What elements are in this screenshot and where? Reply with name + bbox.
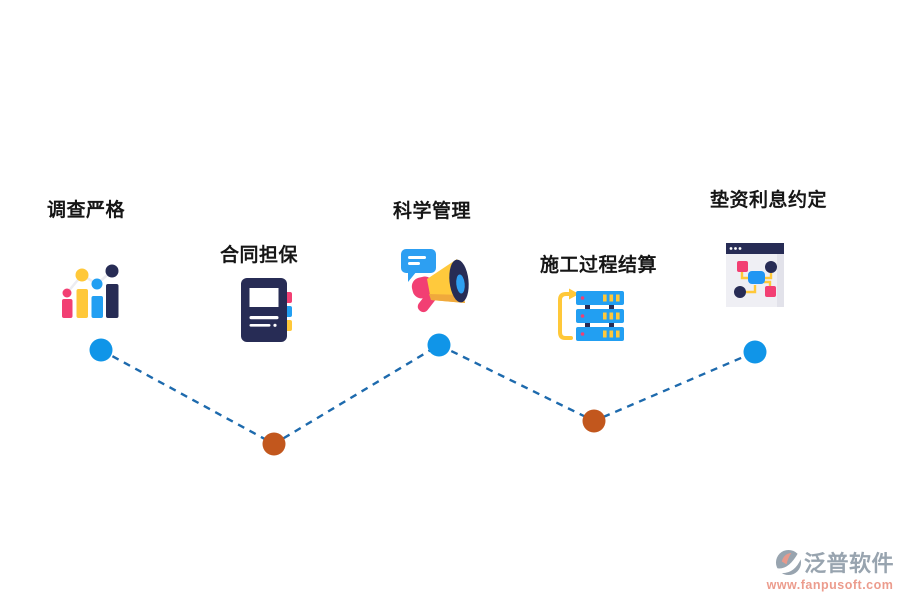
step-label-1: 调查严格 (47, 200, 126, 221)
milestone-dot-5 (743, 340, 767, 364)
milestone-dot-3 (427, 333, 451, 357)
milestone-dot-4 (582, 409, 606, 433)
step-label-5: 垫资利息约定 (710, 190, 828, 211)
fanpu-logo-icon (775, 549, 802, 575)
watermark-url: www.fanpusoft.com (766, 578, 894, 592)
notebook-icon (241, 278, 292, 342)
step-label-3: 科学管理 (393, 201, 472, 222)
bar-chart-icon (62, 264, 119, 318)
watermark-brand: 泛普软件 (803, 551, 894, 576)
megaphone-icon (401, 249, 469, 313)
browser-flowchart-icon (726, 243, 784, 307)
step-label-4: 施工过程结算 (540, 255, 658, 276)
milestone-dot-1 (89, 338, 113, 362)
step-label-2: 合同担保 (220, 245, 299, 266)
milestone-dots (89, 333, 767, 456)
dashed-line (100, 343, 756, 446)
watermark: 泛普软件 www.fanpusoft.com (766, 546, 894, 592)
milestone-dot-2 (262, 432, 286, 456)
server-stack-icon (558, 288, 624, 341)
